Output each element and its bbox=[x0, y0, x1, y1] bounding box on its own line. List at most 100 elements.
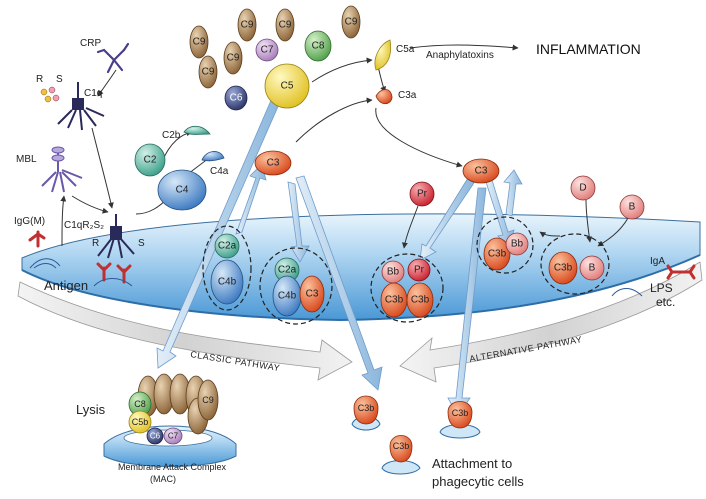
svg-text:C9: C9 bbox=[345, 17, 358, 28]
svg-text:B: B bbox=[589, 263, 596, 274]
svg-text:C5: C5 bbox=[281, 81, 294, 92]
svg-text:C9: C9 bbox=[279, 20, 292, 31]
iga-label: IgA bbox=[650, 256, 665, 267]
svg-text:Pr: Pr bbox=[414, 265, 425, 276]
mac-abbr-label: (MAC) bbox=[150, 474, 176, 484]
svg-text:C4a: C4a bbox=[210, 166, 229, 177]
c2b-fragment bbox=[183, 125, 211, 135]
free-c9-group: C9 C9 C9 C9 C9 C9 bbox=[189, 5, 361, 89]
c9-molecule-6 bbox=[198, 55, 218, 89]
svg-text:C9: C9 bbox=[202, 67, 215, 78]
crp-label: CRP bbox=[80, 38, 101, 49]
svg-text:C3b: C3b bbox=[452, 408, 469, 418]
svg-text:C9: C9 bbox=[241, 20, 254, 31]
svg-text:C2b: C2b bbox=[162, 130, 181, 141]
svg-text:C3b: C3b bbox=[393, 441, 410, 451]
c9-molecule-1 bbox=[189, 25, 209, 59]
svg-text:Pr: Pr bbox=[417, 189, 428, 200]
svg-text:Bb: Bb bbox=[511, 239, 524, 250]
antigen-label: Antigen bbox=[44, 278, 88, 293]
etc-label: etc. bbox=[656, 295, 675, 309]
svg-text:R: R bbox=[92, 238, 99, 249]
attachment-label-2: phagecytic cells bbox=[432, 474, 524, 489]
svg-text:C7: C7 bbox=[168, 432, 179, 441]
c2-molecule bbox=[134, 143, 166, 177]
mac-complex bbox=[103, 373, 237, 467]
c4-molecule bbox=[157, 169, 207, 211]
svg-text:C8: C8 bbox=[134, 399, 146, 409]
antigen-bumps bbox=[29, 258, 133, 287]
svg-text:C7: C7 bbox=[261, 45, 274, 56]
svg-text:C5b: C5b bbox=[132, 417, 149, 427]
crp-icon bbox=[96, 42, 130, 74]
svg-text:D: D bbox=[579, 183, 586, 194]
lps-label: LPS bbox=[650, 281, 673, 295]
c3b-bb-complex bbox=[476, 216, 534, 274]
svg-text:C9: C9 bbox=[227, 53, 240, 64]
c3a-fragment bbox=[375, 89, 393, 105]
c8-molecule bbox=[304, 30, 332, 62]
c9-molecule-4 bbox=[341, 5, 361, 39]
iga-icon bbox=[666, 264, 696, 280]
c2a-c4b-c3-complex bbox=[259, 247, 333, 325]
svg-text:C3b: C3b bbox=[488, 249, 507, 260]
svg-text:C3b: C3b bbox=[411, 295, 430, 306]
svg-text:C3: C3 bbox=[306, 289, 319, 300]
classic-pathway-arrow bbox=[17, 281, 353, 381]
svg-text:C9: C9 bbox=[193, 37, 206, 48]
svg-text:C5a: C5a bbox=[396, 44, 415, 55]
c1q-label: C1q bbox=[84, 88, 102, 99]
mac-label: Membrane Attack Complex bbox=[118, 462, 227, 472]
igg-icon bbox=[28, 230, 46, 248]
b-molecule bbox=[619, 194, 645, 220]
svg-text:S: S bbox=[56, 74, 63, 85]
c5a-fragment bbox=[374, 39, 392, 71]
alternative-pathway-arrow bbox=[399, 261, 703, 383]
svg-text:C3b: C3b bbox=[385, 295, 404, 306]
c3b-attachment-2 bbox=[381, 435, 421, 475]
inflammation-label: INFLAMMATION bbox=[536, 41, 641, 57]
anaphylatoxins-label: Anaphylatoxins bbox=[426, 50, 494, 61]
svg-text:C2a: C2a bbox=[218, 241, 237, 252]
igg-label: IgG(M) bbox=[14, 216, 45, 227]
c3-molecule-classic bbox=[254, 150, 292, 176]
svg-text:C9: C9 bbox=[202, 395, 214, 405]
svg-text:C4: C4 bbox=[176, 185, 189, 196]
pr-molecule bbox=[409, 181, 435, 207]
svg-text:C4b: C4b bbox=[218, 277, 237, 288]
svg-text:C2a: C2a bbox=[278, 265, 297, 276]
svg-text:C3b: C3b bbox=[358, 403, 375, 413]
c3-molecule-alternative bbox=[462, 158, 500, 184]
bb-pr-c3b-complex bbox=[370, 253, 444, 323]
mbl-icon bbox=[41, 150, 83, 193]
svg-text:S: S bbox=[138, 238, 145, 249]
c9-molecule-5 bbox=[223, 41, 243, 75]
d-molecule bbox=[570, 175, 596, 201]
c3b-attachment-3 bbox=[439, 401, 481, 439]
c5-molecule bbox=[264, 63, 310, 109]
svg-text:C6: C6 bbox=[230, 93, 243, 104]
svg-text:C3b: C3b bbox=[554, 263, 573, 274]
svg-text:C8: C8 bbox=[312, 41, 325, 52]
svg-text:C2: C2 bbox=[144, 155, 157, 166]
svg-text:Bb: Bb bbox=[387, 267, 400, 278]
c9-molecule-2 bbox=[237, 8, 257, 42]
svg-text:B: B bbox=[629, 202, 636, 213]
attachment-label-1: Attachment to bbox=[432, 456, 512, 471]
svg-text:R: R bbox=[36, 74, 43, 85]
svg-text:C6: C6 bbox=[150, 432, 161, 441]
c4a-fragment bbox=[201, 151, 225, 162]
svg-text:C3: C3 bbox=[267, 158, 280, 169]
c6-molecule bbox=[224, 85, 248, 111]
antibody-icons bbox=[96, 262, 132, 284]
c7-molecule bbox=[255, 38, 279, 62]
c3b-b-complex bbox=[540, 233, 610, 295]
c3b-attachment-1 bbox=[351, 395, 381, 431]
membrane-lower-rim bbox=[21, 254, 701, 322]
rs-dots-icon bbox=[40, 86, 60, 103]
svg-text:C3: C3 bbox=[475, 166, 488, 177]
c1qr2s2-label: C1qR₂S₂ bbox=[64, 220, 104, 231]
mbl-label: MBL bbox=[16, 154, 37, 165]
c2a-c4b-complex bbox=[202, 225, 252, 311]
